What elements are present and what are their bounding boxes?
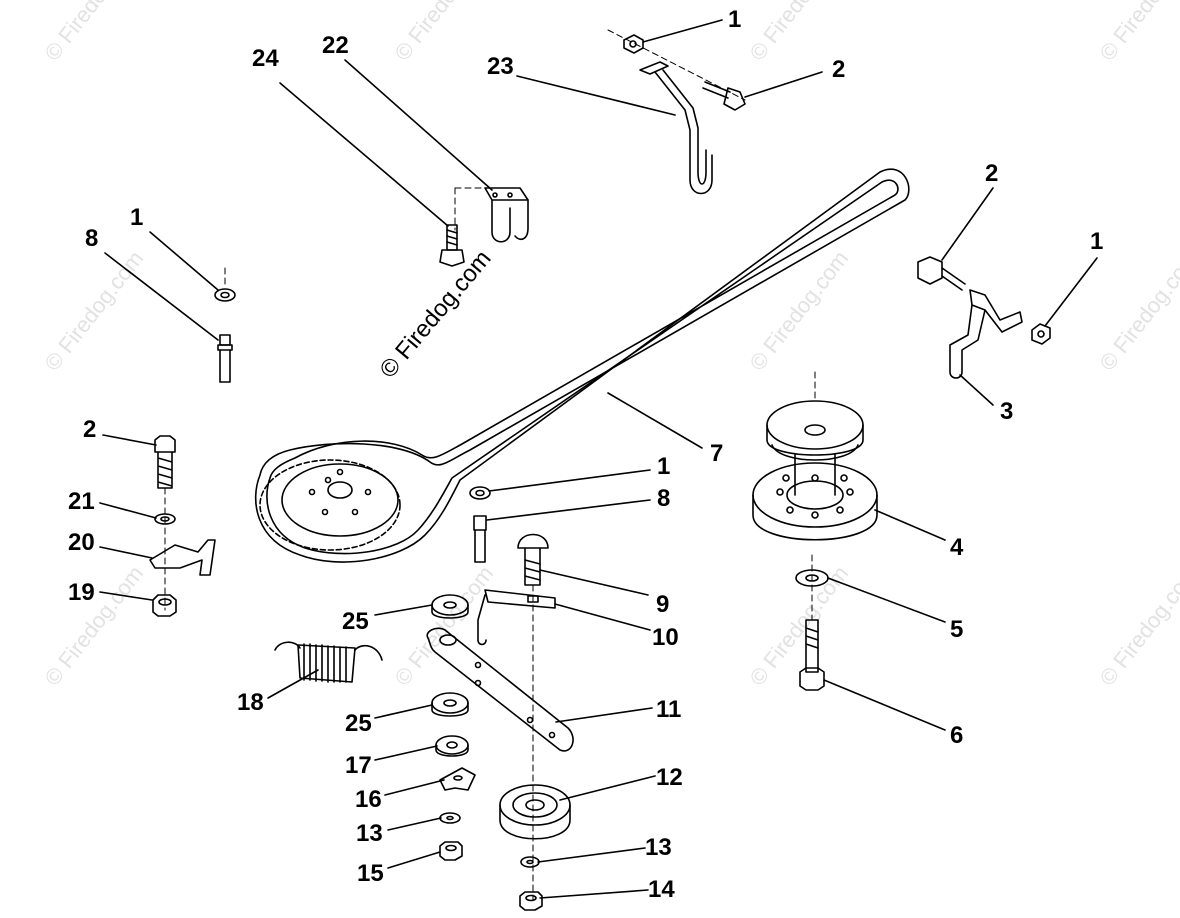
spacer-clip [439, 767, 476, 791]
callout-5: 5 [950, 616, 964, 643]
drive-belt [254, 168, 910, 563]
hex-bolt-icon [799, 619, 825, 691]
callout-8: 8 [657, 485, 671, 512]
callout-17: 17 [345, 752, 372, 779]
callout-13: 13 [356, 820, 383, 847]
hex-nut-icon [1031, 323, 1051, 345]
callout-2: 2 [832, 56, 846, 83]
washer-icon [431, 692, 469, 717]
double-pulley [752, 371, 878, 541]
screw-icon [439, 224, 465, 267]
callout-16: 16 [355, 786, 382, 813]
belt-guide-top [607, 29, 746, 195]
callout-24: 24 [252, 45, 279, 72]
callout-8: 8 [85, 225, 99, 252]
callout-4: 4 [950, 534, 964, 561]
callout-1: 1 [657, 453, 671, 480]
idler-pulley [499, 784, 571, 840]
callout-1: 1 [1090, 228, 1104, 255]
washer-icon [439, 812, 461, 824]
callout-21: 21 [68, 488, 95, 515]
callout-3: 3 [1000, 398, 1014, 425]
callout-9: 9 [656, 591, 670, 618]
callout-14: 14 [648, 876, 675, 903]
callout-6: 6 [950, 722, 964, 749]
middle-bolt [469, 486, 491, 563]
belt-guide-left [439, 187, 529, 267]
callout-22: 22 [322, 32, 349, 59]
callout-23: 23 [487, 53, 514, 80]
callout-19: 19 [68, 579, 95, 606]
left-lower-stack [149, 435, 216, 617]
callout-11: 11 [656, 696, 682, 723]
hex-nut-icon [623, 34, 644, 54]
callout-15: 15 [357, 860, 384, 887]
washer-icon [431, 594, 469, 619]
hex-bolt-icon [702, 81, 746, 111]
washer-icon [520, 856, 540, 868]
hex-nut-icon [214, 288, 236, 302]
tension-spring [274, 641, 383, 683]
leader-lines [99, 19, 1098, 899]
callout-20: 20 [68, 529, 95, 556]
callout-25: 25 [342, 608, 369, 635]
callout-2: 2 [83, 416, 97, 443]
idler-arm [426, 627, 574, 752]
callout-1: 1 [728, 6, 742, 33]
callout-7: 7 [710, 440, 724, 467]
belt-guide-right [917, 256, 1051, 379]
callout-13: 13 [645, 834, 672, 861]
callout-2: 2 [985, 160, 999, 187]
callout-12: 12 [656, 764, 683, 791]
hex-bolt-icon [917, 256, 966, 291]
callout-1: 1 [130, 204, 144, 231]
idler-bracket [477, 589, 556, 646]
washer-icon [435, 735, 469, 757]
callout-25: 25 [345, 710, 372, 737]
callout-18: 18 [237, 689, 264, 716]
left-upper-bolt [214, 267, 236, 383]
callout-10: 10 [652, 624, 679, 651]
hex-nut-icon [519, 891, 543, 911]
hex-nut-icon [439, 841, 463, 861]
carriage-bolt [517, 533, 549, 901]
